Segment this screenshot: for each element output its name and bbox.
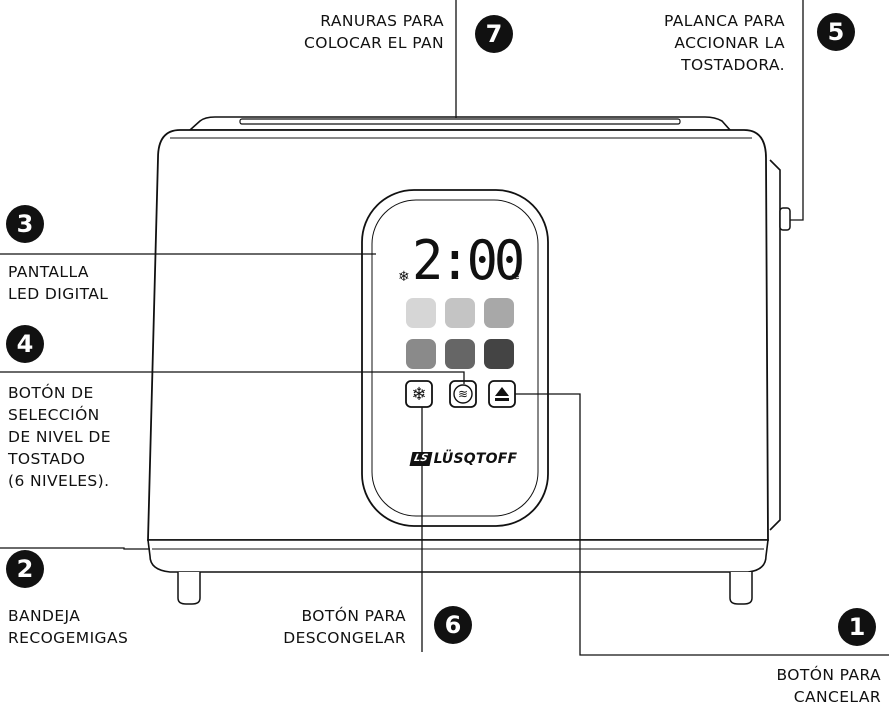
callout-label-1: BOTÓN PARA CANCELAR [776, 666, 881, 706]
toast-level-2[interactable] [445, 298, 475, 328]
crumb-tray[interactable] [147, 539, 769, 573]
toast-level-grid [406, 298, 514, 369]
callout-badge-7: 7 [475, 15, 513, 53]
toast-level-1[interactable] [406, 298, 436, 328]
right-foot [729, 572, 753, 605]
callout-badge-1: 1 [838, 608, 876, 646]
toast-level-5[interactable] [445, 339, 475, 369]
defrost-button[interactable] [405, 380, 433, 408]
callout-badge-2: 2 [6, 550, 44, 588]
toast-level-3[interactable] [484, 298, 514, 328]
callout-label-7: RANURAS PARA COLOCAR EL PAN [304, 12, 444, 52]
toast-level-4[interactable] [406, 339, 436, 369]
callout-badge-5: 5 [817, 13, 855, 51]
callout-label-5: PALANCA PARA ACCIONAR LA TOSTADORA. [663, 12, 785, 74]
callout-label-6: BOTÓN PARA DESCONGELAR [283, 607, 406, 647]
defrost-snowflake-icon: ❄ [411, 384, 427, 404]
toast-level-6[interactable] [484, 339, 514, 369]
brand-name: LÜSQTOFF [433, 451, 518, 467]
callout-label-4: BOTÓN DE SELECCIÓN DE NIVEL DE TOSTADO (… [8, 384, 111, 490]
brand-logo-mark: LS [409, 452, 433, 466]
reheat-icon: ≋ [457, 387, 469, 401]
snowflake-icon: ❄ [398, 268, 410, 284]
led-time-display: 2:00 [412, 229, 525, 293]
callout-lines [0, 0, 889, 656]
callout-label-3: PANTALLA LED DIGITAL [8, 263, 109, 303]
lever-rail [769, 159, 781, 531]
callout-badge-4: 4 [6, 325, 44, 363]
callout-badge-6: 6 [434, 606, 472, 644]
bread-slot [239, 118, 681, 125]
callout-badge-3: 3 [6, 205, 44, 243]
heat-icon: ≋ [511, 271, 521, 283]
toaster-lever[interactable] [779, 207, 791, 231]
callout-label-2: BANDEJA RECOGEMIGAS [8, 607, 129, 647]
eject-icon [495, 387, 509, 396]
left-foot [177, 572, 201, 605]
brand-logo: LS LÜSQTOFF [409, 451, 518, 467]
